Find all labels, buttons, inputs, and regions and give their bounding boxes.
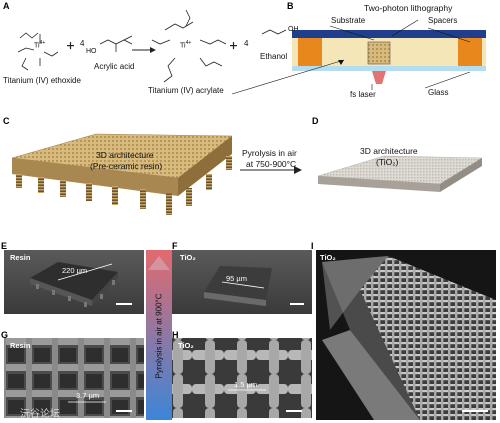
panel-d-tio2-block [317,155,483,192]
sem-h-measure: 1.5 µm [234,380,258,389]
coefficient-2: 4 [244,39,249,48]
sem-g-scalebar [116,410,132,412]
ti-symbol-2: Ti [180,42,186,50]
sem-f-measure: 95 µm [226,274,247,283]
printed-structure [367,41,391,65]
tio2-block-subtitle: (TiO₂) [376,157,399,167]
panel-a-reaction-arrow [132,47,156,53]
pillars [16,156,232,215]
oh-group: OH [288,26,299,33]
sem-h-material: TiO₂ [178,341,194,350]
panel-label-c: C [3,116,10,126]
sem-f-scalebar [290,303,304,305]
pyrolysis-text-1: Pyrolysis in air [242,148,297,158]
product1-name: Titanium (IV) acrylate [148,86,224,95]
panel-a-chemistry [17,9,287,83]
glass-layer [292,66,486,71]
sem-i-scalebar [462,410,488,412]
pyrolysis-text-2: at 750-900°C [246,159,297,169]
ti-symbol: Ti [34,42,40,50]
sem-e-scalebar [116,303,132,305]
spacer-right [458,38,482,66]
panel-label-i: I [311,241,314,251]
panel-label-h: H [172,330,179,340]
substrate-layer [292,30,486,38]
resin-block-title: 3D architecture [96,150,154,160]
panel-label-a: A [3,1,10,11]
panel-b-schematic [231,19,486,95]
sem-g-measure: 3.7 µm [76,391,100,400]
laser-label: fs laser [350,90,376,99]
panel-label-e: E [1,241,8,251]
sem-h-scalebar [286,410,302,412]
ti-charge: 4+ [39,40,46,46]
lithography-title: Two-photon lithography [364,3,453,13]
panel-label-g: G [1,330,9,340]
tio2-block-title: 3D architecture [360,146,418,156]
sem-f-chip [204,266,272,306]
spacers-label: Spacers [428,16,458,25]
pyrolysis-arrow [240,166,302,174]
panel-label-d: D [312,116,319,126]
spacer-left [298,38,322,66]
sem-i-material: TiO₂ [320,253,336,262]
product2-name: Ethanol [260,52,288,61]
ho-group: HO [86,48,97,55]
resin-block-subtitle: (Pre-ceramic resin) [90,161,163,171]
ti-atom-label: Ti4+ [34,40,45,49]
watermark: 沅谷论坛 [20,409,60,420]
panel-a-plus-signs [67,42,237,50]
sem-e-measure: 220 µm [62,266,88,275]
coefficient-1: 4 [80,39,85,48]
vertical-pyrolysis-text: Pyrolysis in air at 900°C [154,293,164,379]
panel-label-f: F [172,241,178,251]
sem-g-material: Resin [10,341,31,350]
ti-charge-2: 4+ [185,40,192,46]
glass-label: Glass [428,88,449,97]
pyrolysis-bar [146,250,172,420]
sem-e-chip [30,262,118,307]
substrate-label: Substrate [331,16,366,25]
panel-label-b: B [287,1,294,11]
sem-f-material: TiO₂ [180,253,196,262]
laser-beam [372,71,386,84]
reactant2-name: Acrylic acid [94,62,135,71]
panel-c-resin-block [11,133,233,215]
reactant1-name: Titanium (IV) ethoxide [3,76,81,85]
ti-acrylate-center: Ti4+ [180,40,191,49]
sem-e-material: Resin [10,253,31,262]
sem-h-background [172,338,312,418]
sem-g-background [4,338,144,418]
